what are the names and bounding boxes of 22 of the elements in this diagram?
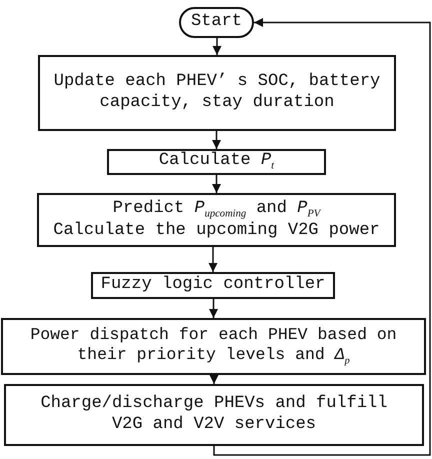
arrow xyxy=(208,247,218,272)
terminal-box xyxy=(179,7,254,38)
node-text: Calculate P$_{t}$ xyxy=(158,150,274,174)
process-box xyxy=(4,384,424,446)
arrow xyxy=(213,18,431,456)
node-text: Power dispatch for each PHEV based on their priority levels and Δ$_{p}$ xyxy=(29,325,398,368)
node-text: Predict P$_{upcoming}$ and P$_{PV}$ xyxy=(112,198,320,221)
arrow xyxy=(210,375,218,384)
process-box xyxy=(38,55,396,131)
node-text: Fuzzy logic controller xyxy=(100,275,326,296)
process-box xyxy=(91,272,335,299)
process-box xyxy=(37,193,396,247)
arrow xyxy=(209,299,218,318)
process-box xyxy=(1,318,426,375)
node-text: Calculate the upcoming V2G power xyxy=(53,220,380,242)
process-box xyxy=(107,149,326,175)
node-text: Update each PHEV’ s SOC, battery capacity, stay duration xyxy=(52,72,382,114)
arrow xyxy=(212,38,222,55)
node-text: Start xyxy=(190,12,242,33)
node-text: Charge/discharge PHEVs and fulfill V2G and V2V services xyxy=(40,394,388,436)
arrow xyxy=(212,175,221,193)
arrow xyxy=(212,131,221,149)
